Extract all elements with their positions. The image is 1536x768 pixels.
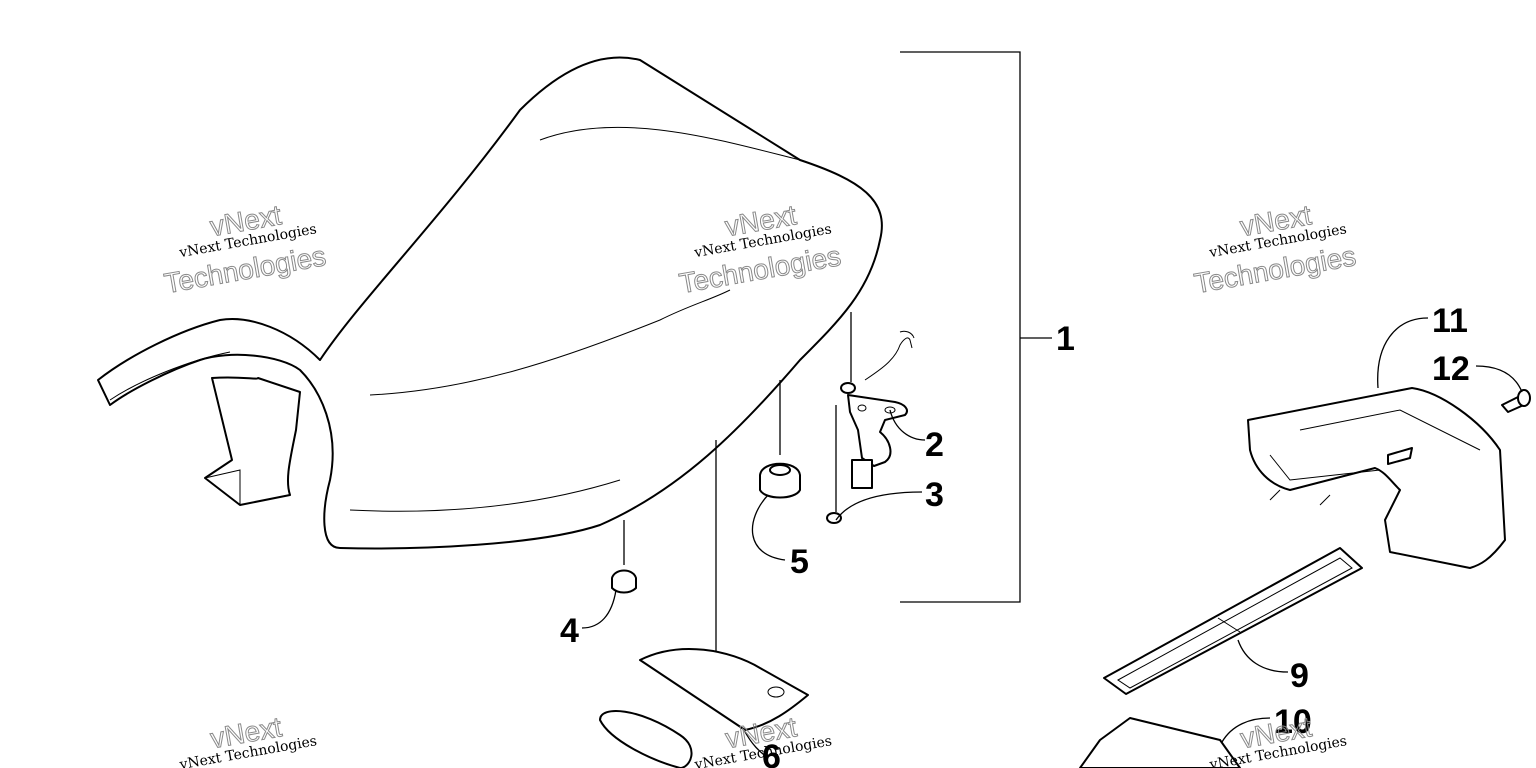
grommet-small [611, 520, 637, 594]
callout-4: 4 [560, 612, 579, 650]
leader-5 [751, 494, 786, 561]
callout-2: 2 [925, 426, 944, 464]
callout-10: 10 [1274, 703, 1312, 741]
callout-11: 11 [1432, 302, 1468, 340]
callout-3: 3 [925, 476, 944, 514]
leader-10 [1221, 717, 1271, 743]
callout-6: 6 [762, 738, 781, 768]
watermark-1: vNext vNext Technologies Technologies [161, 199, 328, 300]
assembly-bracket [900, 51, 1021, 603]
callout-9: 9 [1290, 657, 1309, 695]
strap [1103, 547, 1363, 695]
tray [1079, 717, 1241, 768]
watermark-3: vNext vNext Technologies Technologies [1191, 199, 1358, 300]
latch-bracket [835, 312, 915, 512]
callout-1: 1 [1056, 320, 1075, 358]
seat-assembly [97, 56, 883, 550]
leader-3 [835, 491, 923, 521]
leader-11 [1377, 317, 1429, 389]
leader-12 [1475, 365, 1523, 393]
callout-5: 5 [790, 543, 809, 581]
watermark-4: vNext vNext Technologies [177, 711, 318, 768]
bolt [1501, 389, 1531, 413]
storage-box [1247, 387, 1506, 569]
leader-2 [889, 409, 926, 441]
leader-4 [581, 589, 617, 629]
callout-12: 12 [1432, 350, 1470, 388]
leader-9 [1237, 639, 1289, 673]
nut [826, 512, 842, 524]
leader-6 [743, 729, 769, 759]
cover-pad [599, 440, 809, 768]
bumper [759, 380, 801, 499]
